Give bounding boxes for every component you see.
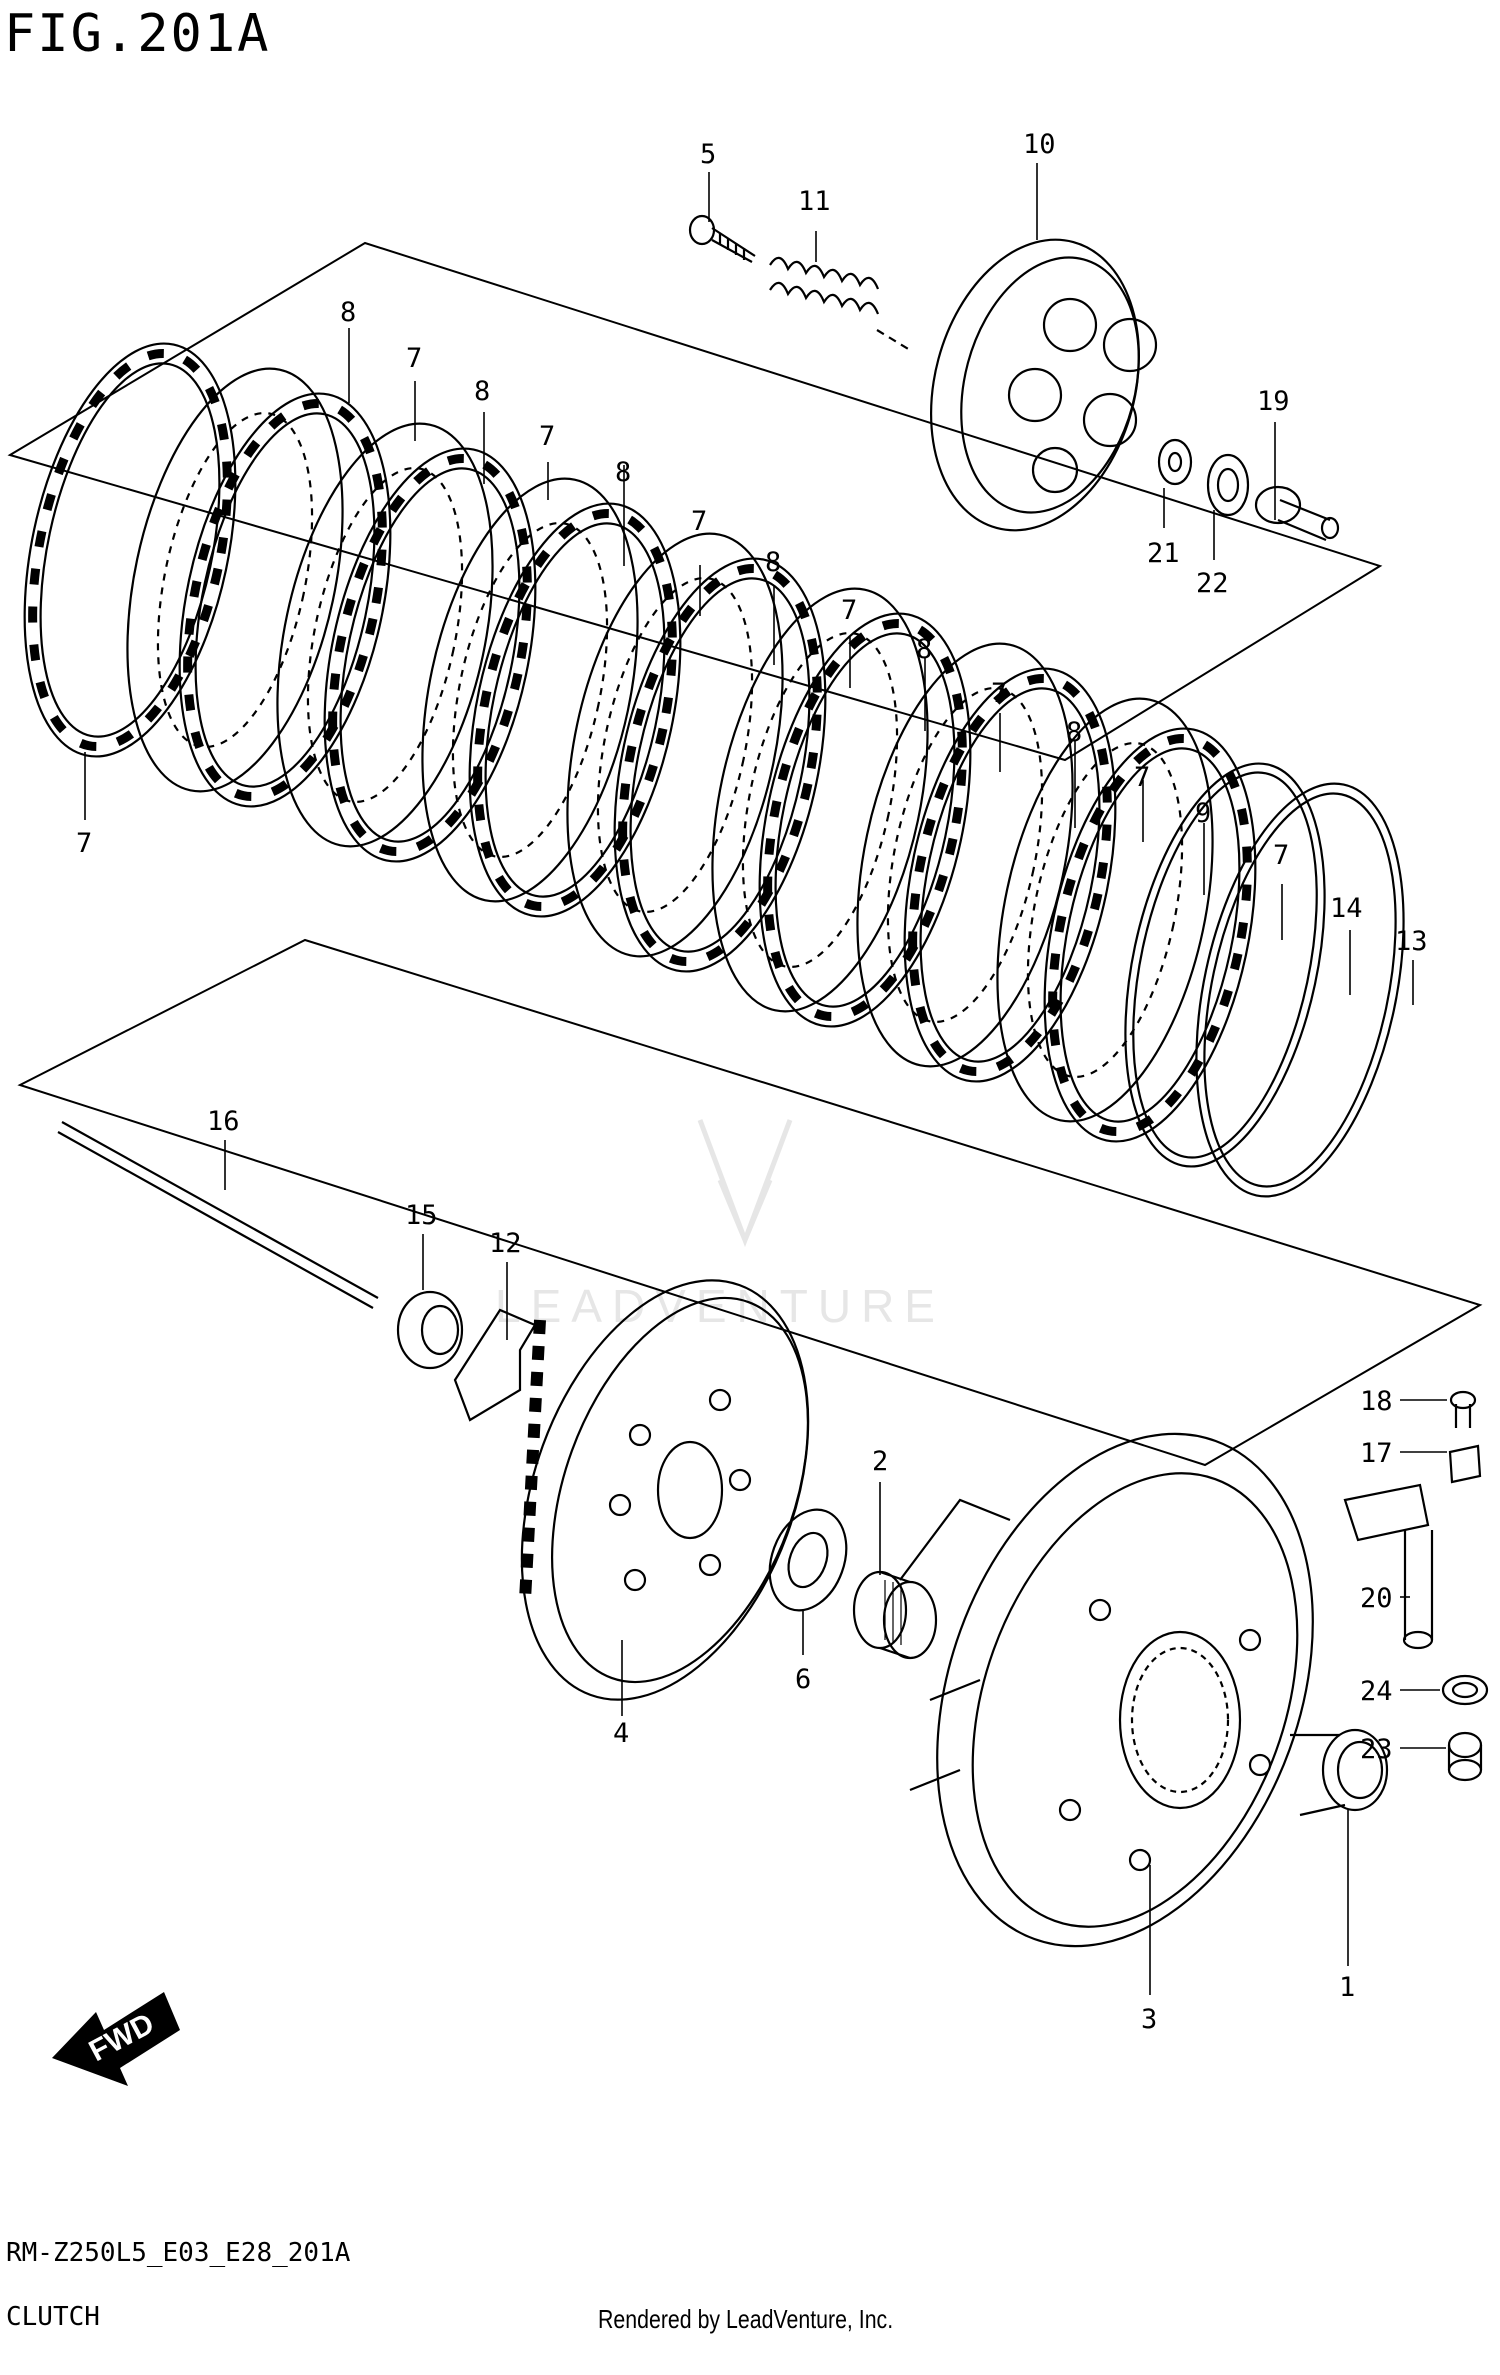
callout-8: 8 [474, 376, 490, 407]
callout-8: 8 [916, 634, 932, 665]
drive-plate [23, 342, 237, 758]
spring-ring [1195, 782, 1405, 1198]
callout-23: 23 [1360, 1734, 1393, 1765]
callout-13: 13 [1395, 926, 1428, 957]
nut [396, 1290, 464, 1370]
callout-7: 7 [691, 506, 707, 537]
bearing-23 [1447, 1731, 1483, 1782]
callout-7: 7 [991, 678, 1007, 709]
callout-labels: 10 5 11 8 7 8 7 8 7 8 7 8 7 8 7 9 7 14 1… [76, 129, 1428, 2035]
group-outline-lower [17, 938, 1483, 1467]
callout-1: 1 [1339, 1972, 1355, 2003]
callout-7: 7 [406, 343, 422, 374]
driven-plate [566, 532, 784, 958]
section-name: CLUTCH [6, 2302, 100, 2332]
sleeve-hub-1 [1290, 1728, 1389, 1817]
plate-17 [1448, 1444, 1482, 1484]
callout-8: 8 [340, 297, 356, 328]
watermark: LEADVENTURE [495, 1119, 945, 1332]
callout-18: 18 [1360, 1386, 1393, 1417]
release-camshaft [1343, 1483, 1434, 1650]
drive-plate [323, 447, 537, 863]
model-code: RM-Z250L5_E03_E28_201A [6, 2238, 351, 2268]
callout-6: 6 [795, 1664, 811, 1695]
callout-14: 14 [1330, 893, 1363, 924]
push-rod-assembly [57, 1121, 537, 1422]
clutch-housing [899, 1432, 1314, 1948]
driven-plate [421, 477, 639, 903]
bolt [688, 214, 756, 263]
callout-21: 21 [1147, 538, 1180, 569]
group-outline-upper [7, 241, 1383, 762]
driven-plate [711, 587, 929, 1013]
callout-17: 17 [1360, 1438, 1393, 1469]
callout-5: 5 [700, 139, 716, 170]
drive-plate [468, 502, 682, 918]
driven-plate [856, 642, 1074, 1068]
clutch-plate-stack [23, 342, 1405, 1198]
callout-8: 8 [1066, 717, 1082, 748]
callout-7: 7 [539, 421, 555, 452]
leader-lines [84, 163, 1447, 1995]
callout-4: 4 [613, 1718, 629, 1749]
needle-bearing [852, 1570, 938, 1660]
clutch-sleeve-hub [519, 1279, 810, 1701]
drive-plate [1043, 727, 1257, 1143]
driven-plate [996, 697, 1214, 1123]
callout-12: 12 [489, 1228, 522, 1259]
rendered-by-credit: Rendered by LeadVenture, Inc. [598, 2304, 894, 2334]
callout-24: 24 [1360, 1676, 1393, 1707]
fwd-arrow-icon: FWD [52, 1992, 180, 2086]
drive-plate [903, 667, 1117, 1083]
callout-22: 22 [1196, 568, 1229, 599]
callout-3: 3 [1141, 2004, 1157, 2035]
push-piece [1254, 485, 1340, 542]
figure-title: FIG.201A [4, 4, 271, 64]
watermark-text: LEADVENTURE [495, 1280, 945, 1332]
callout-7: 7 [76, 828, 92, 859]
callout-7: 7 [1273, 840, 1289, 871]
washer-6 [768, 1508, 848, 1612]
callout-2: 2 [872, 1446, 888, 1477]
oil-seal-24 [1441, 1674, 1489, 1706]
callout-7: 7 [841, 595, 857, 626]
callout-10: 10 [1023, 129, 1056, 160]
callout-9: 9 [1195, 798, 1211, 829]
driven-plate [276, 422, 494, 848]
bolt-18 [1449, 1390, 1477, 1428]
callout-7: 7 [1134, 762, 1150, 793]
clutch-spring [769, 256, 911, 351]
release-camshaft-group [1343, 1390, 1489, 1782]
callout-19: 19 [1257, 386, 1290, 417]
drive-plate [613, 557, 827, 973]
pressure-plate [929, 238, 1158, 532]
push-rod [57, 1121, 379, 1309]
drive-plate [178, 392, 392, 808]
callout-8: 8 [615, 457, 631, 488]
pressure-plate-assembly [688, 214, 1340, 542]
seat-ring [1124, 762, 1326, 1168]
callout-20: 20 [1360, 1583, 1393, 1614]
thrust-bearing [1206, 453, 1250, 517]
callout-11: 11 [798, 186, 831, 217]
callout-8: 8 [765, 547, 781, 578]
lock-washer [453, 1308, 537, 1422]
callout-16: 16 [207, 1106, 240, 1137]
drive-plate [758, 612, 972, 1028]
washer [1157, 438, 1193, 486]
callout-15: 15 [405, 1200, 438, 1231]
